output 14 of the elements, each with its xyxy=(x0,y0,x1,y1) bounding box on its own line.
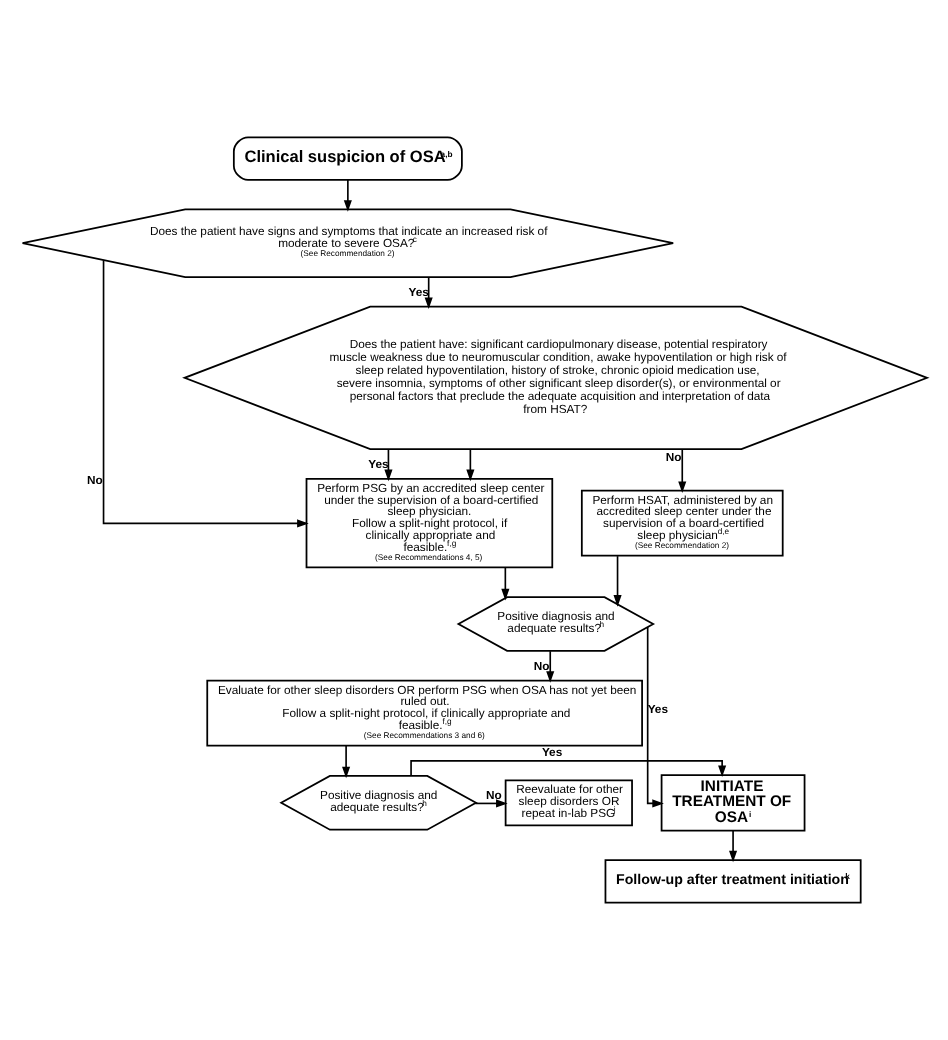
arrow xyxy=(465,448,474,482)
arrow xyxy=(677,448,686,494)
arrow xyxy=(545,650,554,683)
arrow xyxy=(645,626,663,808)
arrow xyxy=(342,179,351,212)
arrow xyxy=(383,448,392,482)
arrow xyxy=(473,799,507,808)
arrow xyxy=(423,276,432,310)
arrow xyxy=(409,760,726,778)
arrow xyxy=(728,829,737,863)
arrow xyxy=(500,566,509,601)
arrow xyxy=(612,555,621,607)
arrow xyxy=(341,745,350,779)
arrow xyxy=(101,259,308,528)
